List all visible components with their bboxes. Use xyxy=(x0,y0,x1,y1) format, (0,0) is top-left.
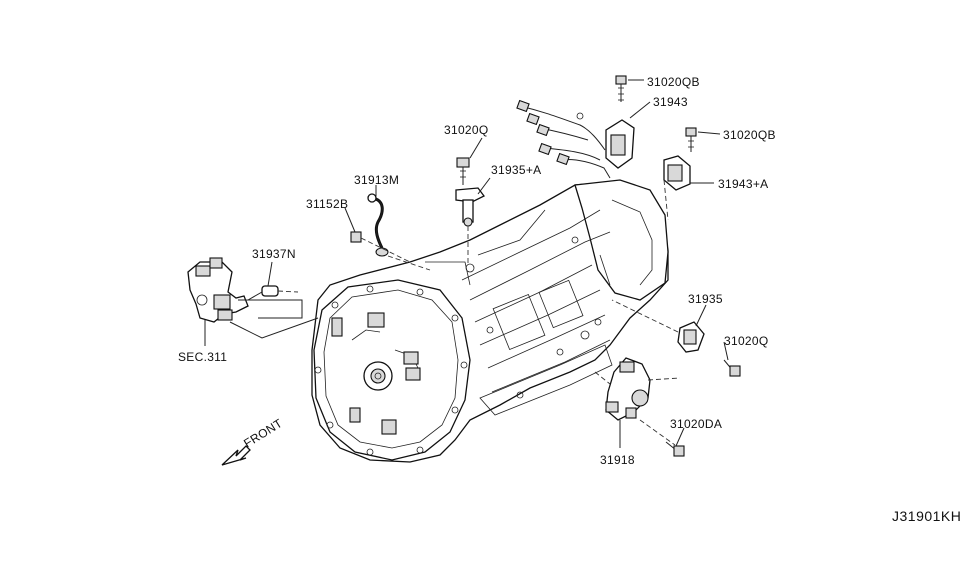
front-arrow-icon xyxy=(221,445,251,466)
leader-lines xyxy=(204,79,729,448)
label-31020da: 31020DA xyxy=(670,417,722,431)
label-31020qb-top: 31020QB xyxy=(647,75,700,89)
rod-31913m xyxy=(367,193,431,271)
label-31020q-right: 31020Q xyxy=(724,334,769,348)
connector-31943a xyxy=(663,155,691,221)
label-31020qb-right: 31020QB xyxy=(723,128,776,142)
part-labels: 31020QB 31943 31020Q 31935+A 31020QB 319… xyxy=(178,75,776,467)
bolt-31020qb-right xyxy=(685,127,697,152)
sensor-assembly-31937n xyxy=(187,257,319,339)
bolt-31020da xyxy=(665,441,685,457)
oil-pan xyxy=(479,344,613,416)
harness-31943 xyxy=(516,99,635,179)
transmission-assembly xyxy=(311,179,669,463)
label-31943: 31943 xyxy=(653,95,688,109)
sensor-31935 xyxy=(611,299,705,353)
bolt-31020q-top xyxy=(456,157,470,185)
label-31913m: 31913M xyxy=(354,173,399,187)
switch-31918 xyxy=(594,357,681,446)
nut-31152b xyxy=(350,231,411,263)
diagram-code: J31901KH xyxy=(892,508,961,524)
bolt-31020q-right xyxy=(723,359,741,377)
bolt-31020qb-top xyxy=(615,75,627,102)
label-31935: 31935 xyxy=(688,292,723,306)
label-31918: 31918 xyxy=(600,453,635,467)
front-direction-indicator: FRONT xyxy=(221,416,285,466)
sensor-31935a xyxy=(455,187,485,265)
label-31020q-top: 31020Q xyxy=(444,123,489,137)
label-31935a: 31935+A xyxy=(491,163,541,177)
rear-extension-housing xyxy=(574,179,669,301)
label-31152b: 31152B xyxy=(306,197,348,211)
label-31943a: 31943+A xyxy=(718,177,768,191)
front-label: FRONT xyxy=(241,416,285,451)
label-sec311: SEC.311 xyxy=(178,350,227,364)
label-31937n: 31937N xyxy=(252,247,296,261)
